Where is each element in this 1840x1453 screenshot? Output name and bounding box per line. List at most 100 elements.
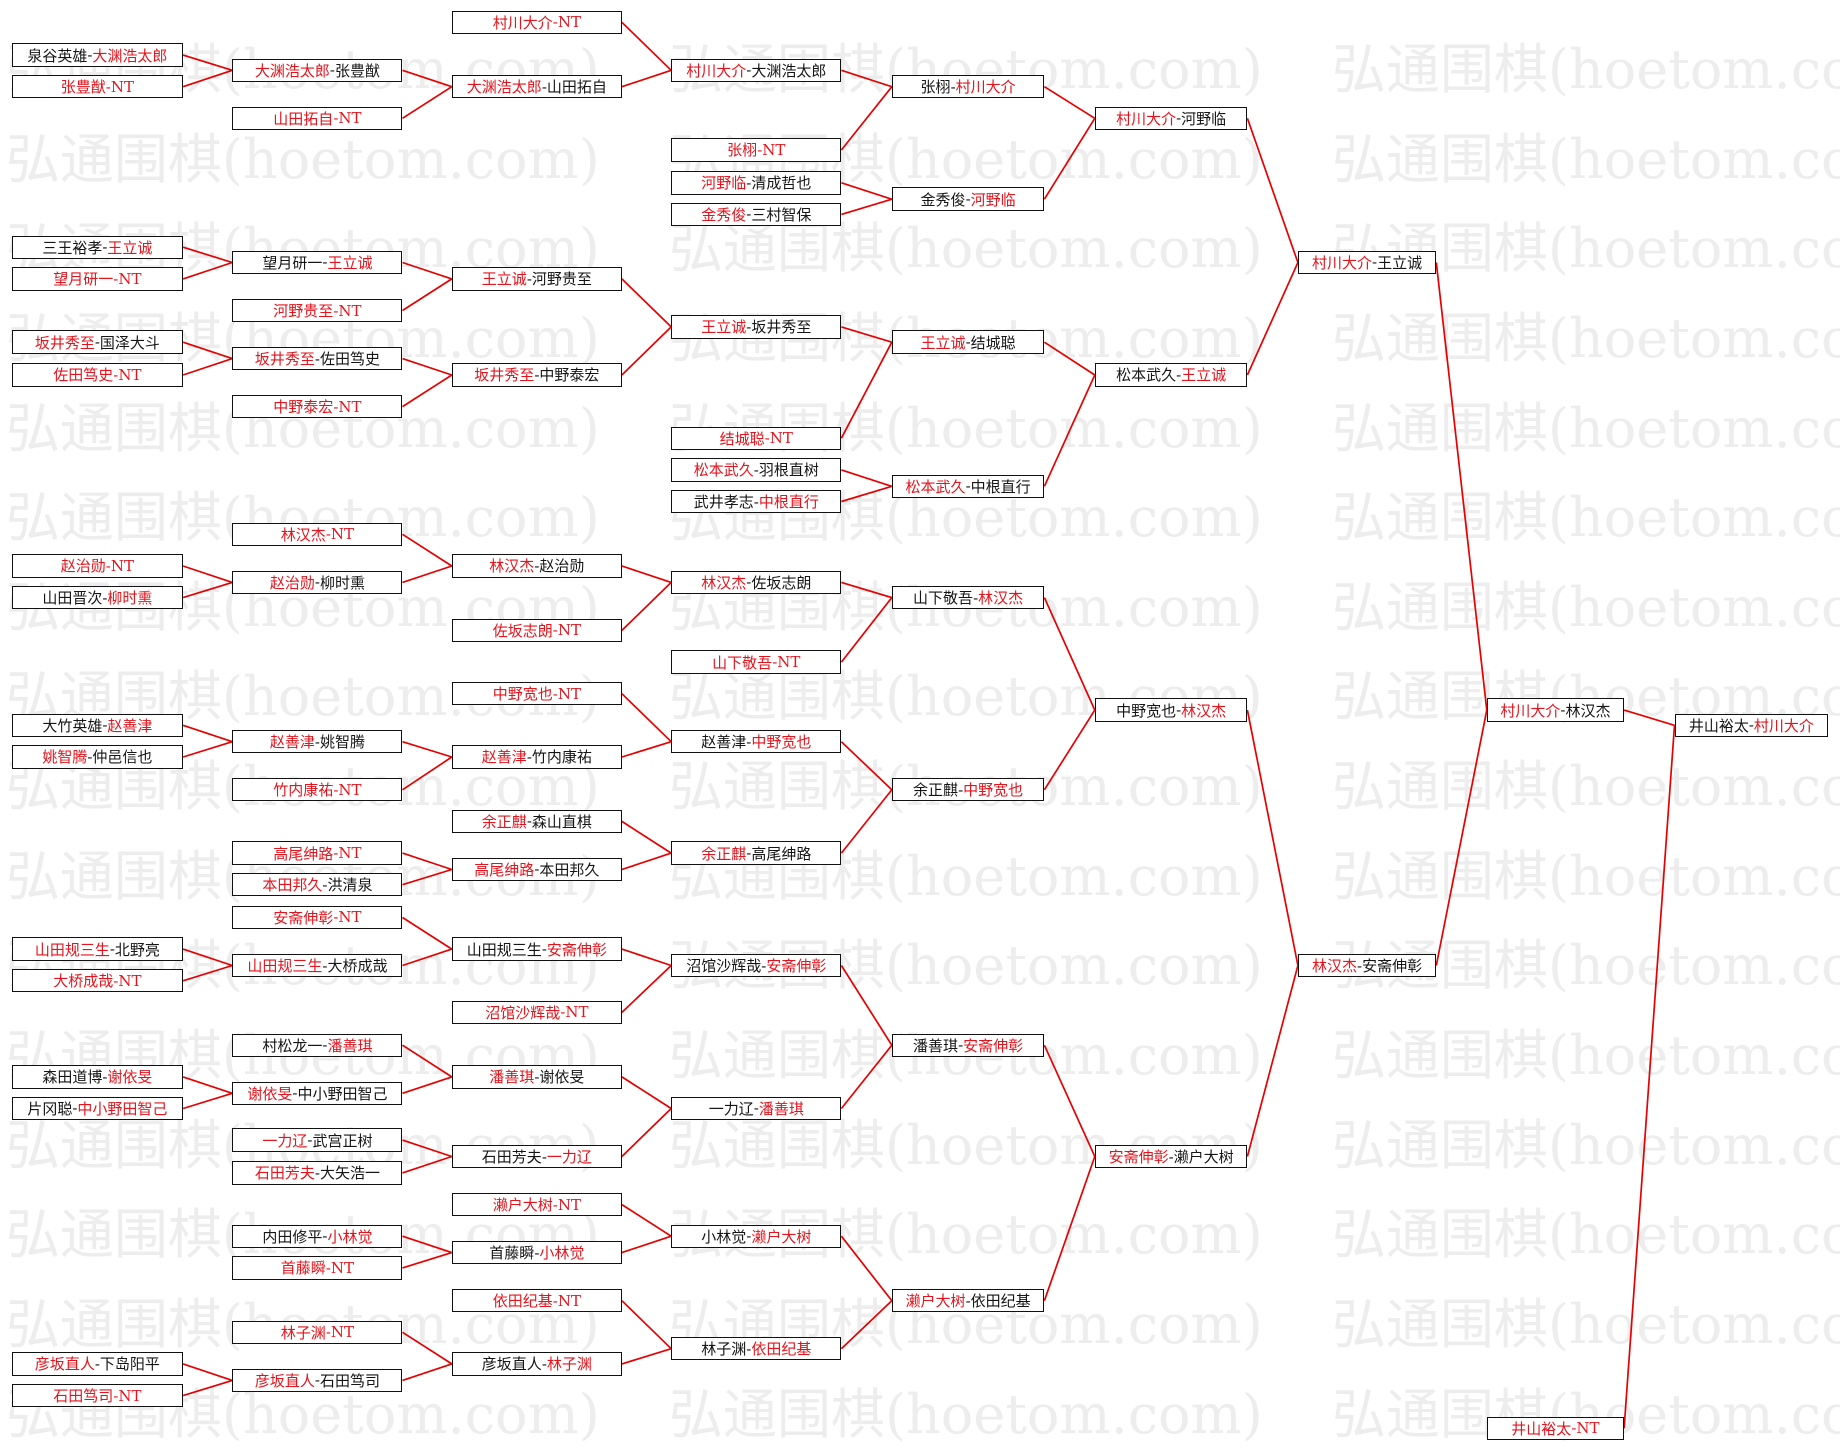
- match-box: 河野临-清成哲也: [671, 171, 842, 195]
- match-box: 林子渊-依田纪基: [671, 1336, 842, 1361]
- separator: -: [746, 844, 752, 863]
- separator: -: [314, 1371, 320, 1390]
- player-name: 沼馆沙辉哉: [686, 957, 762, 976]
- match-box: 山田拓自-NT: [232, 106, 403, 131]
- match-box: 内田修平-小林觉: [232, 1224, 403, 1248]
- player-name: 山田规三生: [247, 957, 323, 976]
- bracket-connector: [402, 85, 453, 120]
- player-name: 张豊猷: [334, 61, 380, 80]
- separator: -: [541, 1354, 547, 1373]
- bye-marker: NT: [557, 13, 581, 32]
- separator: -: [541, 1147, 547, 1166]
- bracket-connector: [841, 198, 893, 216]
- separator: -: [534, 365, 540, 384]
- match-box: 大渊浩太郎-张豊猷: [232, 58, 403, 82]
- player-name: 村川大介: [1500, 701, 1561, 720]
- separator: -: [322, 253, 328, 272]
- separator: -: [526, 812, 532, 831]
- player-name: 本田邦久: [539, 860, 600, 879]
- player-name: 中野宽也: [751, 733, 812, 752]
- player-name: 羽根直树: [758, 461, 819, 480]
- bracket-connector: [402, 69, 453, 88]
- player-name: 高尾绅路: [474, 860, 535, 879]
- bracket-connector: [402, 948, 453, 967]
- player-name: 山田规三生: [34, 940, 110, 959]
- player-name: 清成哲也: [751, 174, 812, 193]
- bye-marker: NT: [330, 1258, 355, 1277]
- player-name: 谢依旻: [539, 1068, 585, 1087]
- separator: -: [292, 1084, 298, 1103]
- separator: -: [541, 940, 547, 959]
- round-6-column: 村川大介-河野临松本武久-王立诚中野宽也-林汉杰安斋伸彰-濑户大树: [1094, 0, 1248, 1453]
- player-name: 村川大介: [492, 13, 553, 32]
- match-box: 中野宽也-NT: [451, 681, 622, 706]
- match-box: 佐田笃史-NT: [11, 363, 184, 387]
- bracket-connector: [182, 565, 233, 584]
- player-name: 望月研一: [53, 270, 114, 289]
- player-name: 村川大介: [1753, 716, 1814, 735]
- player-name: 大桥成哉: [327, 957, 388, 976]
- separator: -: [534, 1067, 540, 1086]
- bye-marker: NT: [557, 1291, 581, 1310]
- player-name: 大渊浩太郎: [751, 61, 827, 80]
- player-name: 余正麒: [481, 812, 527, 831]
- bracket-connector: [621, 1203, 672, 1237]
- player-name: 泉谷英雄: [27, 46, 88, 65]
- bracket-connector: [1435, 709, 1488, 966]
- player-name: 姚智腾: [319, 733, 365, 752]
- player-name: 柳时熏: [319, 573, 365, 592]
- player-name: 一力辽: [708, 1099, 754, 1118]
- player-name: 武井孝志: [693, 493, 754, 511]
- bracket-connector: [182, 581, 233, 599]
- separator: -: [102, 716, 108, 735]
- player-name: 林汉杰: [280, 525, 326, 544]
- player-name: 彦坂直人: [254, 1371, 315, 1390]
- bracket-connector: [182, 948, 233, 967]
- bye-marker: NT: [1576, 1419, 1600, 1438]
- match-box: 佐坂志朗-NT: [451, 618, 622, 643]
- player-name: 坂井秀至: [751, 318, 812, 337]
- match-box: 山田晋次-柳时熏: [11, 585, 184, 610]
- separator: -: [94, 1354, 100, 1373]
- player-name: 大桥成哉: [53, 972, 114, 991]
- player-name: 坂井秀至: [254, 350, 315, 369]
- match-box: 彦坂直人-石田笃司: [232, 1368, 403, 1393]
- bye-marker: NT: [557, 684, 581, 703]
- player-name: 下岛阳平: [99, 1355, 160, 1374]
- player-name: 大竹英雄: [42, 716, 103, 735]
- player-name: 山下敬吾: [913, 589, 974, 608]
- bracket-connector: [402, 1076, 453, 1095]
- watermark-text: 弘通围棋(hoetom.com): [1331, 1027, 1840, 1086]
- player-name: 洪清泉: [327, 876, 373, 895]
- player-name: 佐田笃史: [319, 350, 380, 369]
- separator: -: [1571, 1419, 1577, 1438]
- match-box: 赵治勋-柳时熏: [232, 570, 403, 595]
- bracket-connector: [840, 1300, 893, 1350]
- separator: -: [958, 1036, 964, 1055]
- player-name: 山田拓自: [546, 78, 607, 97]
- separator: -: [307, 1131, 313, 1150]
- separator: -: [102, 238, 108, 257]
- bye-marker: NT: [565, 1003, 589, 1022]
- bye-marker: NT: [330, 1323, 355, 1342]
- player-name: 三王裕孝: [42, 238, 103, 257]
- player-name: 濑户大树: [1173, 1148, 1234, 1167]
- player-name: 赵善津: [701, 733, 747, 752]
- bracket-connector: [840, 341, 893, 439]
- watermark-text: 弘通围棋(hoetom.com): [1331, 1206, 1840, 1265]
- bracket-connector: [1043, 1044, 1096, 1157]
- player-name: 张栩: [920, 78, 951, 97]
- match-box: 潘善琪-安斋伸彰: [891, 1033, 1045, 1057]
- match-box: 林汉杰-NT: [232, 522, 403, 547]
- bracket-connector: [621, 565, 672, 584]
- bracket-connector: [402, 533, 453, 567]
- separator: -: [322, 1036, 328, 1055]
- separator: -: [322, 1227, 328, 1246]
- bracket-connector: [841, 469, 893, 488]
- player-name: 潘善琪: [913, 1036, 959, 1055]
- separator: -: [534, 1243, 540, 1262]
- separator: -: [753, 460, 759, 479]
- separator: -: [1560, 701, 1566, 720]
